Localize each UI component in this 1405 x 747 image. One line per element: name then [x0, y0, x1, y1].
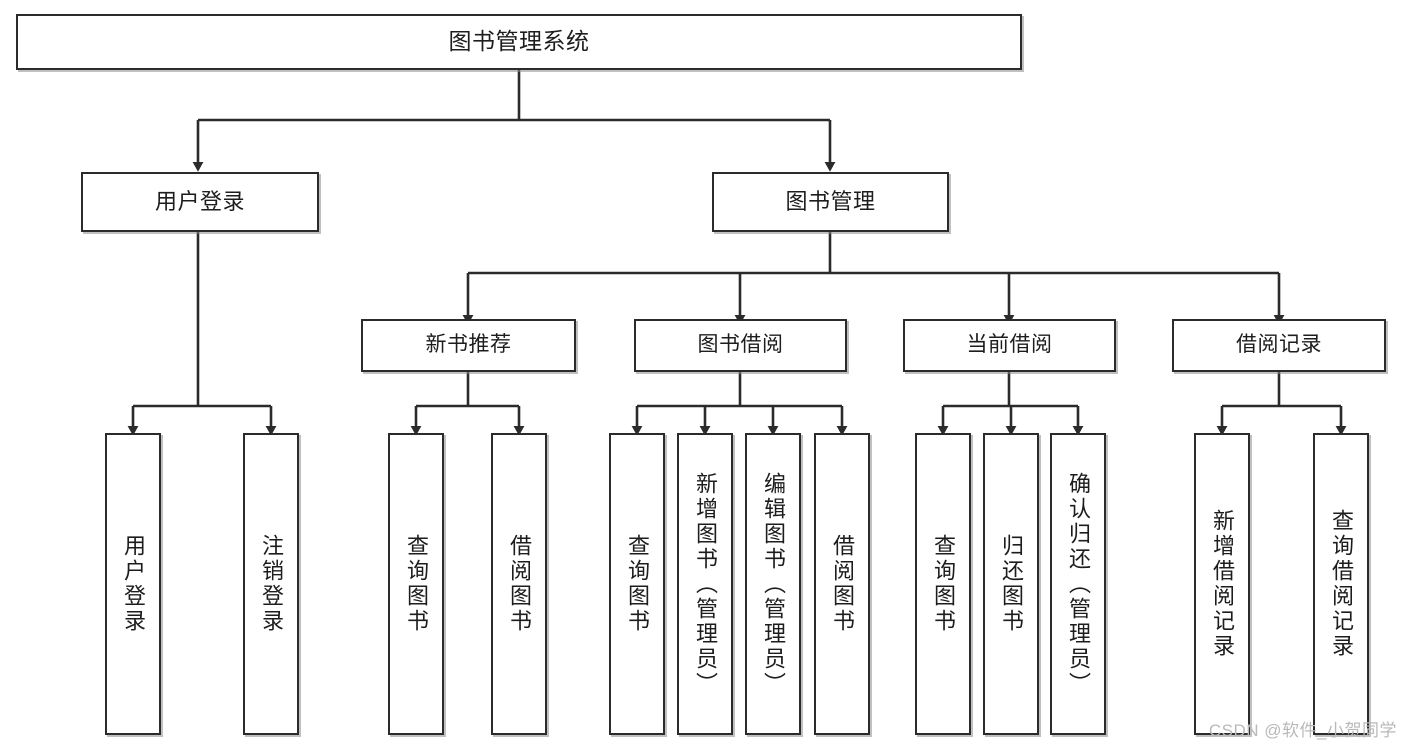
node-book-management-label: 图书管理: [785, 189, 876, 215]
node-leaf-logout-label: 注销登录: [258, 534, 284, 634]
node-leaf-borrow-book-1[interactable]: 借阅图书: [491, 433, 547, 735]
node-current-borrow[interactable]: 当前借阅: [903, 319, 1116, 372]
node-leaf-user-login[interactable]: 用户登录: [105, 433, 161, 735]
node-leaf-edit-book-label: 编辑图书（管理员）: [760, 471, 786, 697]
node-leaf-logout[interactable]: 注销登录: [243, 433, 299, 735]
node-current-borrow-label: 当前借阅: [966, 333, 1053, 357]
node-root-label: 图书管理系统: [448, 28, 590, 55]
node-user-login[interactable]: 用户登录: [81, 172, 319, 232]
node-book-borrow-label: 图书借阅: [697, 333, 784, 357]
node-leaf-user-login-label: 用户登录: [120, 534, 146, 634]
node-leaf-query-record-label: 查询借阅记录: [1328, 509, 1354, 659]
node-leaf-query-book-2[interactable]: 查询图书: [609, 433, 665, 735]
node-book-borrow[interactable]: 图书借阅: [634, 319, 847, 372]
node-leaf-query-book-3-label: 查询图书: [930, 534, 956, 634]
node-leaf-query-record[interactable]: 查询借阅记录: [1313, 433, 1369, 735]
node-leaf-borrow-book-2[interactable]: 借阅图书: [814, 433, 870, 735]
node-leaf-query-book-3[interactable]: 查询图书: [915, 433, 971, 735]
watermark: CSDN @软件_小贺同学: [1208, 721, 1397, 740]
node-leaf-query-book-1-label: 查询图书: [403, 534, 429, 634]
node-leaf-add-book-label: 新增图书（管理员）: [692, 471, 718, 697]
node-leaf-confirm-return-label: 确认归还（管理员）: [1065, 471, 1091, 697]
node-user-login-label: 用户登录: [154, 189, 245, 215]
node-leaf-borrow-book-2-label: 借阅图书: [829, 534, 855, 634]
node-borrow-record[interactable]: 借阅记录: [1172, 319, 1386, 372]
node-leaf-borrow-book-1-label: 借阅图书: [506, 534, 532, 634]
node-leaf-add-record-label: 新增借阅记录: [1209, 509, 1235, 659]
node-book-management[interactable]: 图书管理: [712, 172, 949, 232]
node-leaf-query-book-2-label: 查询图书: [624, 534, 650, 634]
node-new-book-recommend-label: 新书推荐: [425, 333, 512, 357]
node-leaf-return-book-label: 归还图书: [998, 534, 1024, 634]
node-borrow-record-label: 借阅记录: [1236, 333, 1322, 357]
node-leaf-add-book[interactable]: 新增图书（管理员）: [677, 433, 733, 735]
node-new-book-recommend[interactable]: 新书推荐: [361, 319, 576, 372]
node-leaf-return-book[interactable]: 归还图书: [983, 433, 1039, 735]
node-leaf-add-record[interactable]: 新增借阅记录: [1194, 433, 1250, 735]
node-leaf-confirm-return[interactable]: 确认归还（管理员）: [1050, 433, 1106, 735]
node-leaf-query-book-1[interactable]: 查询图书: [388, 433, 444, 735]
node-leaf-edit-book[interactable]: 编辑图书（管理员）: [745, 433, 801, 735]
node-root[interactable]: 图书管理系统: [16, 14, 1022, 70]
